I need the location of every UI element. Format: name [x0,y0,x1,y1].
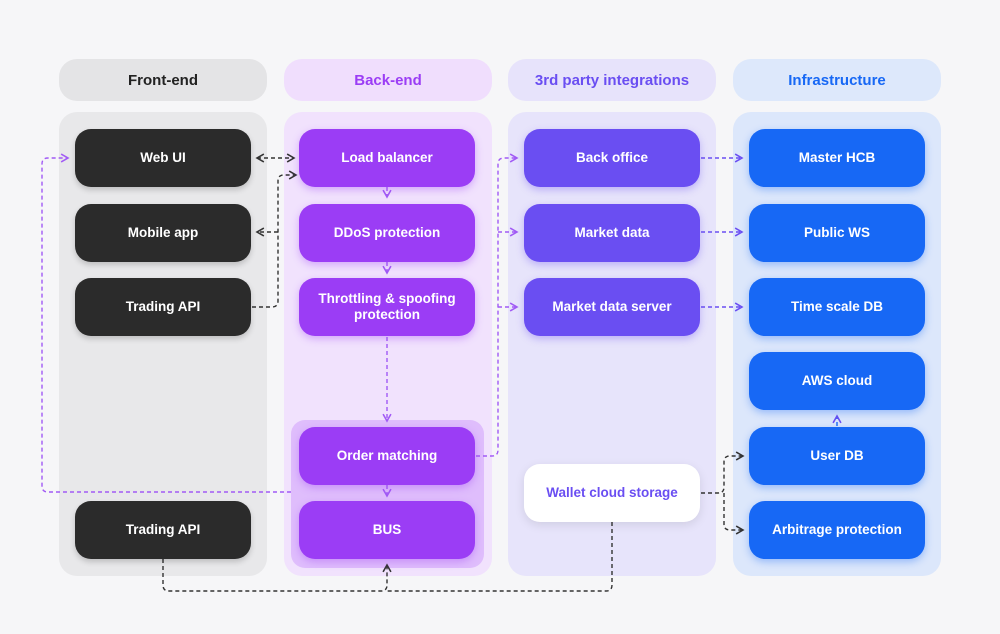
node-bus[interactable]: BUS [299,501,475,559]
node-public-ws[interactable]: Public WS [749,204,925,262]
node-market-data[interactable]: Market data [524,204,700,262]
node-order-matching[interactable]: Order matching [299,427,475,485]
node-ddos-protection[interactable]: DDoS protection [299,204,475,262]
node-trading-api[interactable]: Trading API [75,278,251,336]
link-ordermatching-thirdparty [476,153,519,457]
node-time-scale-db[interactable]: Time scale DB [749,278,925,336]
node-master-hcb[interactable]: Master HCB [749,129,925,187]
link-wallet-arbitrage [723,493,745,535]
node-aws-cloud[interactable]: AWS cloud [749,352,925,410]
node-load-balancer[interactable]: Load balancer [299,129,475,187]
link-wallet-bus [387,522,613,592]
node-trading-api-2[interactable]: Trading API [75,501,251,559]
node-market-data-server[interactable]: Market data server [524,278,700,336]
node-arbitrage-protection[interactable]: Arbitrage protection [749,501,925,559]
link-ordermatching-webui [41,153,291,493]
column-header-backend: Back-end [284,59,492,101]
link-wallet-userdb [701,451,745,494]
column-frontend [59,112,267,576]
column-infrastructure [733,112,941,576]
node-mobile-app[interactable]: Mobile app [75,204,251,262]
link-tradingapi-loadbalancer [252,170,298,308]
node-throttling-spoofing-protection[interactable]: Throttling & spoofing protection [299,278,475,336]
column-header-third-party: 3rd party integrations [508,59,716,101]
node-user-db[interactable]: User DB [749,427,925,485]
node-wallet-cloud-storage[interactable]: Wallet cloud storage [524,464,700,522]
node-web-ui[interactable]: Web UI [75,129,251,187]
column-header-frontend: Front-end [59,59,267,101]
node-back-office[interactable]: Back office [524,129,700,187]
link-tradingapi2-bus [162,559,392,592]
column-header-infrastructure: Infrastructure [733,59,941,101]
